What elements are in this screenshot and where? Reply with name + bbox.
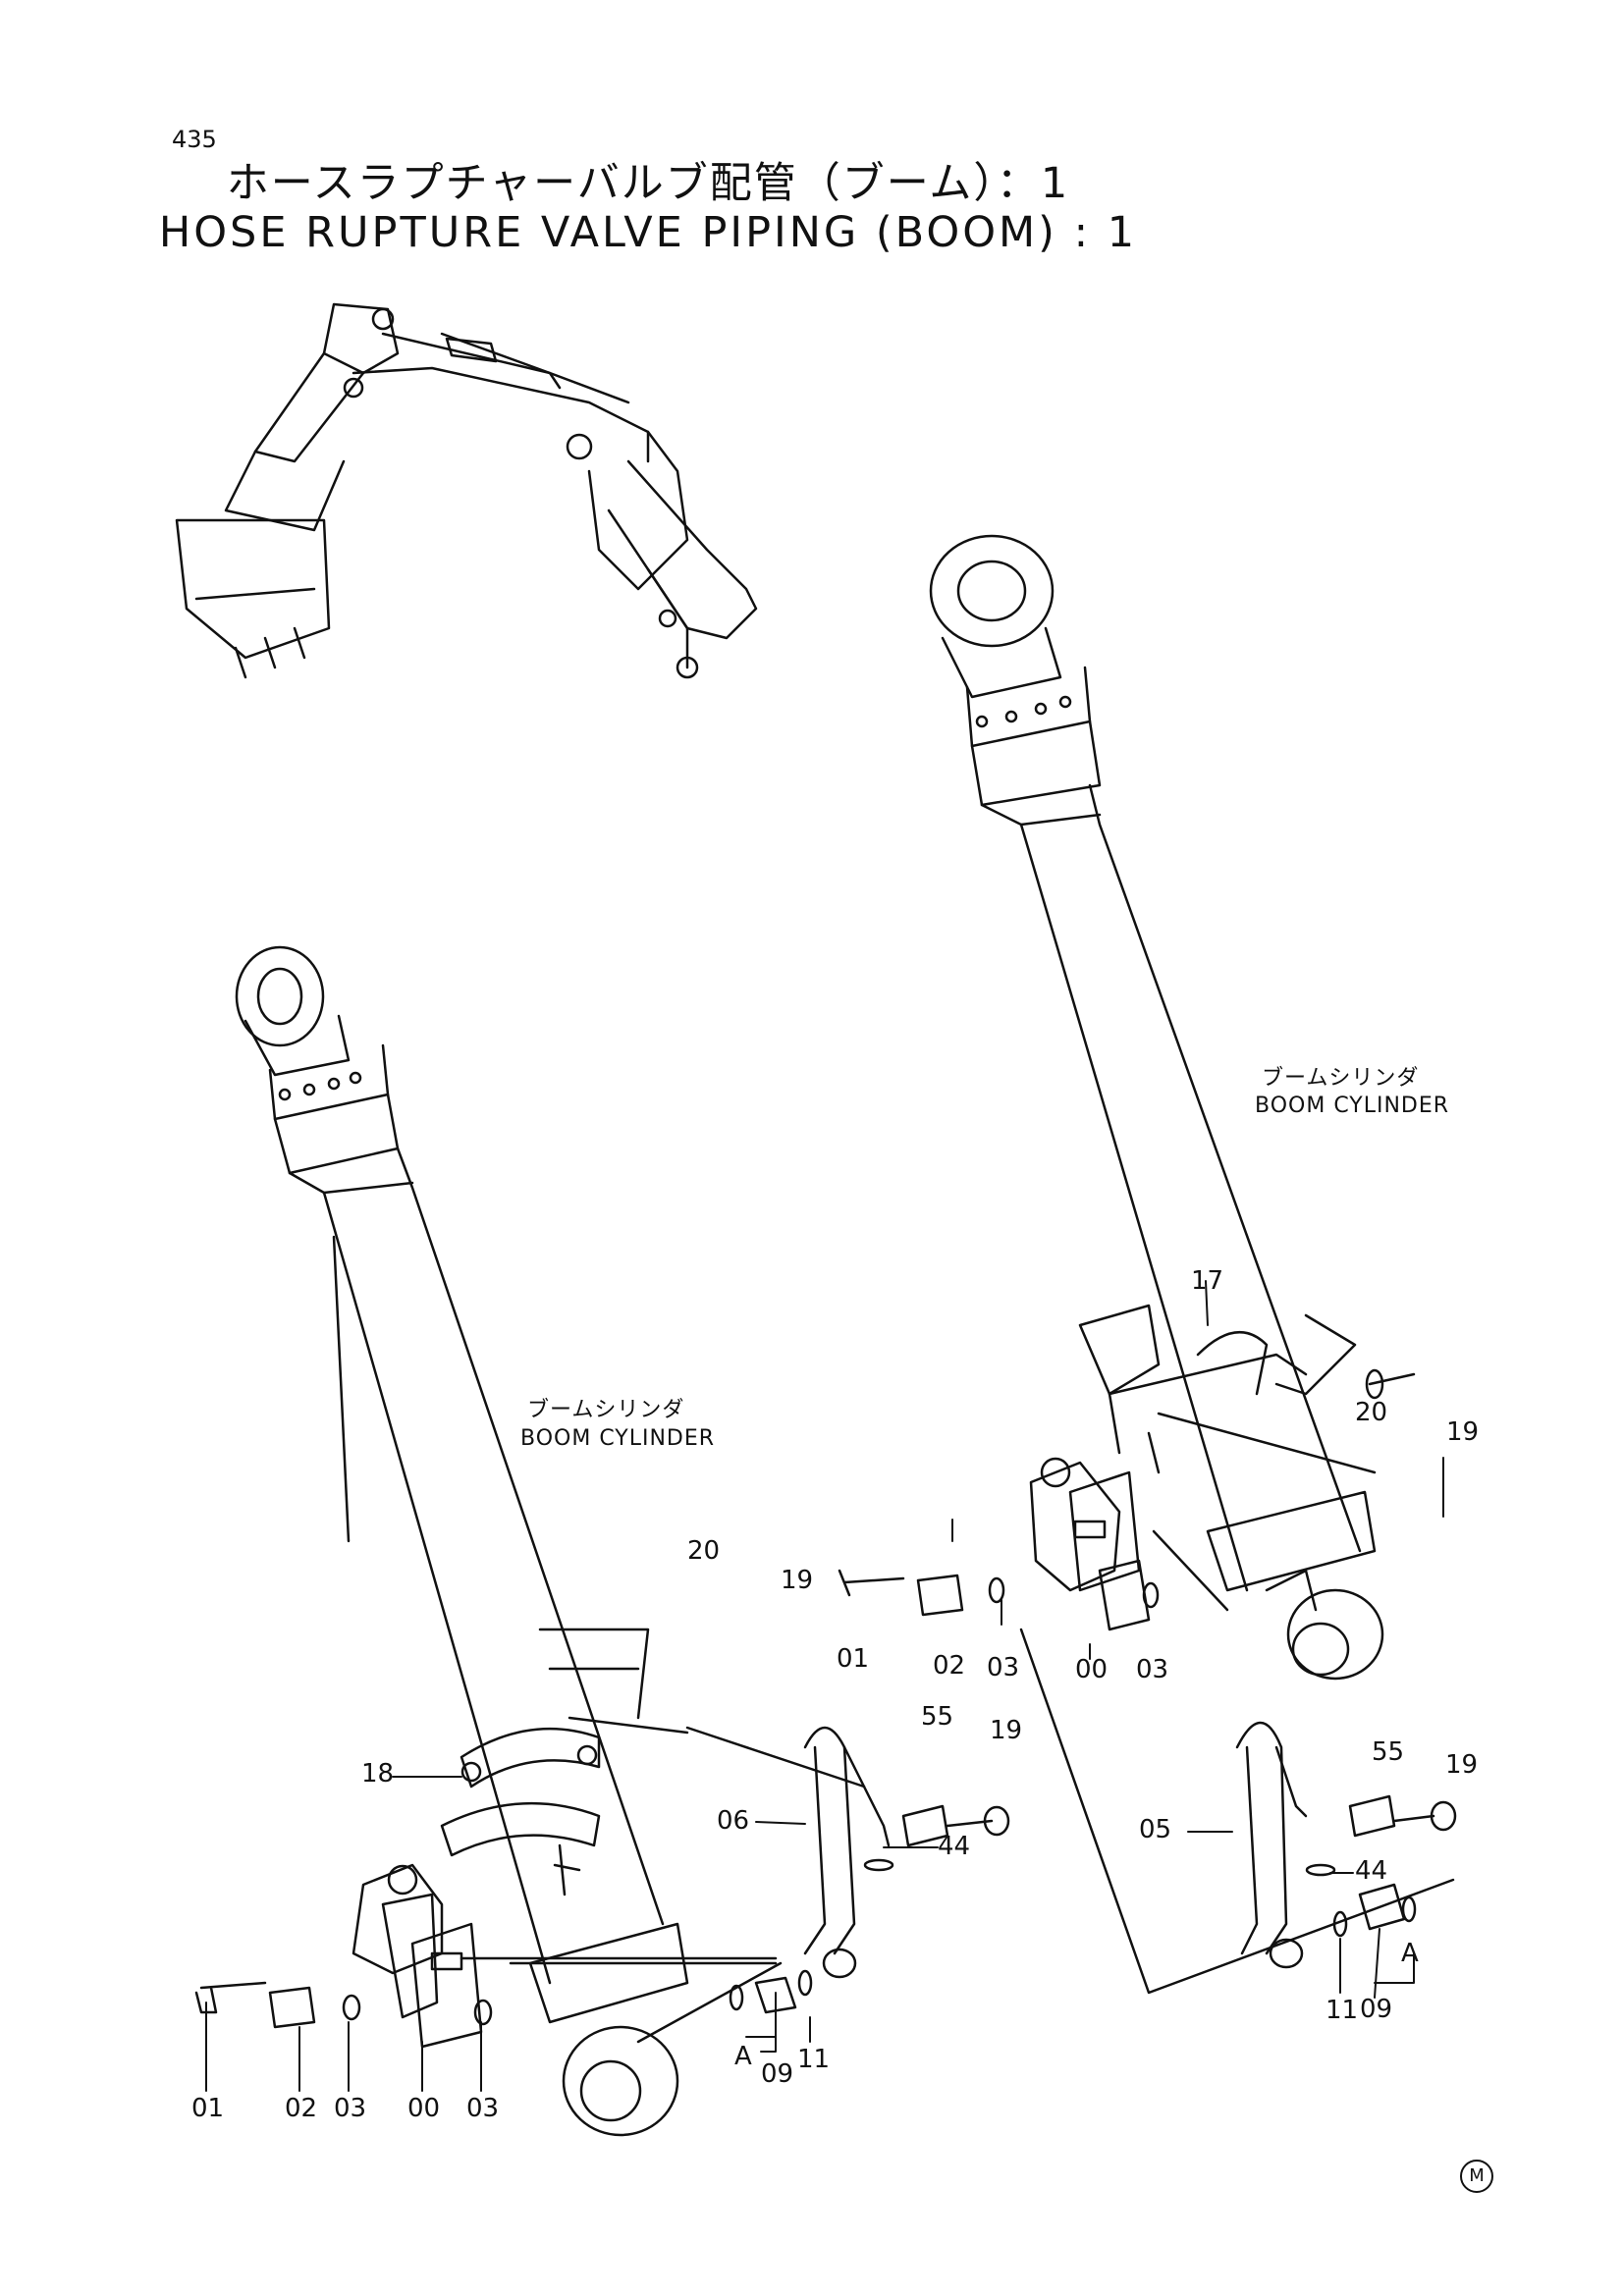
callout-03-left-b: 03	[466, 2094, 500, 2123]
callout-44-left: 44	[938, 1832, 971, 1861]
excavator-arm-illustration	[175, 302, 758, 679]
callout-19-left: 19	[781, 1566, 814, 1595]
callout-03-right-b: 03	[1136, 1655, 1169, 1684]
callout-02-right: 02	[933, 1651, 966, 1681]
callout-44-right: 44	[1355, 1856, 1388, 1886]
right-cylinder-label-english: BOOM CYLINDER	[1255, 1094, 1450, 1118]
callout-00-left: 00	[407, 2094, 441, 2123]
callout-06: 06	[717, 1806, 750, 1836]
callout-09-left: 09	[761, 2059, 794, 2089]
page-title-japanese: ホースラプチャーバルブ配管（ブーム）：1	[226, 159, 1070, 208]
callout-A-left: A	[734, 2042, 752, 2071]
callout-01-left: 01	[191, 2094, 225, 2123]
callout-03-left-a: 03	[334, 2094, 367, 2123]
left-cylinder-label-japanese: ブームシリンダ	[527, 1398, 685, 1422]
callout-20-left: 20	[687, 1536, 721, 1566]
page-title-english: HOSE RUPTURE VALVE PIPING (BOOM) : 1	[158, 208, 1138, 257]
left-u-pipe	[729, 1726, 1010, 2014]
callout-11-right: 11	[1325, 1996, 1359, 2025]
callout-20-right: 20	[1355, 1398, 1388, 1427]
callout-19-left-b: 19	[990, 1716, 1023, 1745]
page-number: 435	[172, 126, 217, 153]
right-clamp-and-pipe	[1078, 1304, 1416, 1612]
left-valve-assembly	[194, 1863, 783, 2049]
left-clamp-and-pipe	[440, 1628, 866, 1896]
left-boom-cylinder	[235, 945, 689, 2137]
callout-11-left: 11	[797, 2045, 831, 2074]
callout-00-right: 00	[1075, 1655, 1109, 1684]
callout-01-right: 01	[837, 1644, 870, 1674]
callout-09-right: 09	[1360, 1995, 1393, 2024]
leader-lines	[205, 1280, 1444, 2092]
callout-17-right: 17	[1191, 1266, 1224, 1296]
right-u-pipe	[1235, 1721, 1457, 1969]
callout-02-left: 02	[285, 2094, 318, 2123]
callout-18: 18	[361, 1759, 395, 1789]
callout-19-right: 19	[1446, 1417, 1480, 1447]
callout-55-left: 55	[921, 1702, 954, 1732]
callout-03-right-a: 03	[987, 1653, 1020, 1682]
right-valve-assembly	[838, 1457, 1455, 1995]
manufacturer-mark-icon: M	[1460, 2160, 1493, 2193]
callout-19-right-b: 19	[1445, 1750, 1479, 1780]
callout-05: 05	[1139, 1815, 1172, 1844]
callout-A-right: A	[1401, 1939, 1419, 1968]
right-boom-cylinder	[929, 534, 1384, 1681]
callout-55-right: 55	[1372, 1737, 1405, 1767]
right-cylinder-label-japanese: ブームシリンダ	[1262, 1066, 1420, 1091]
left-cylinder-label-english: BOOM CYLINDER	[520, 1426, 716, 1451]
